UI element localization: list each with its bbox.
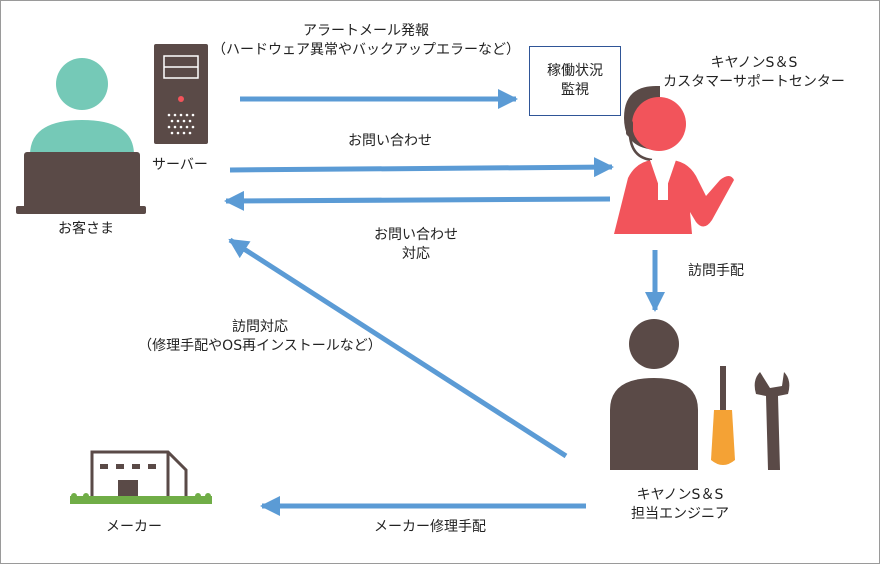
engineer-label: キヤノンS＆S 担当エンジニア <box>610 486 750 524</box>
alert-label: アラートメール発報 （ハードウェア異常やバックアップエラーなど） <box>196 22 536 60</box>
customer-icon <box>16 58 146 214</box>
inquiry-arrow <box>229 157 614 178</box>
engineer-line1: キヤノンS＆S <box>636 487 724 503</box>
monitoring-box: 稼働状況 監視 <box>529 46 621 116</box>
engineer-icon <box>610 319 790 470</box>
monitoring-line2: 監視 <box>561 82 589 98</box>
inquiry-response-arrow <box>224 190 611 211</box>
visit-response-label: 訪問対応 （修理手配やOS再インストールなど） <box>110 318 410 356</box>
inquiry-response-line2: 対応 <box>402 246 430 262</box>
support-center-line2: カスタマーサポートセンター <box>663 74 845 90</box>
maker-label: メーカー <box>106 519 162 535</box>
inquiry-response-line1: お問い合わせ <box>374 227 458 243</box>
visit-response-arrow <box>228 237 568 459</box>
operator-icon <box>614 86 734 234</box>
alert-line2: （ハードウェア異常やバックアップエラーなど） <box>212 42 520 58</box>
inquiry-label: お問い合わせ <box>348 133 432 149</box>
inquiry-response-label: お問い合わせ 対応 <box>356 226 476 264</box>
factory-icon <box>70 450 212 504</box>
visit-response-line2: （修理手配やOS再インストールなど） <box>138 338 382 354</box>
visit-arrange-label: 訪問手配 <box>688 263 744 279</box>
support-center-line1: キヤノンS＆S <box>710 55 798 71</box>
alert-line1: アラートメール発報 <box>303 23 429 39</box>
support-center-label: キヤノンS＆S カスタマーサポートセンター <box>654 54 854 92</box>
server-icon <box>154 44 208 144</box>
maker-repair-label: メーカー修理手配 <box>374 519 486 535</box>
monitoring-line1: 稼働状況 <box>547 63 603 79</box>
engineer-line2: 担当エンジニア <box>631 506 729 522</box>
customer-label: お客さま <box>58 221 114 237</box>
visit-response-line1: 訪問対応 <box>232 319 288 335</box>
server-label: サーバー <box>152 157 208 173</box>
